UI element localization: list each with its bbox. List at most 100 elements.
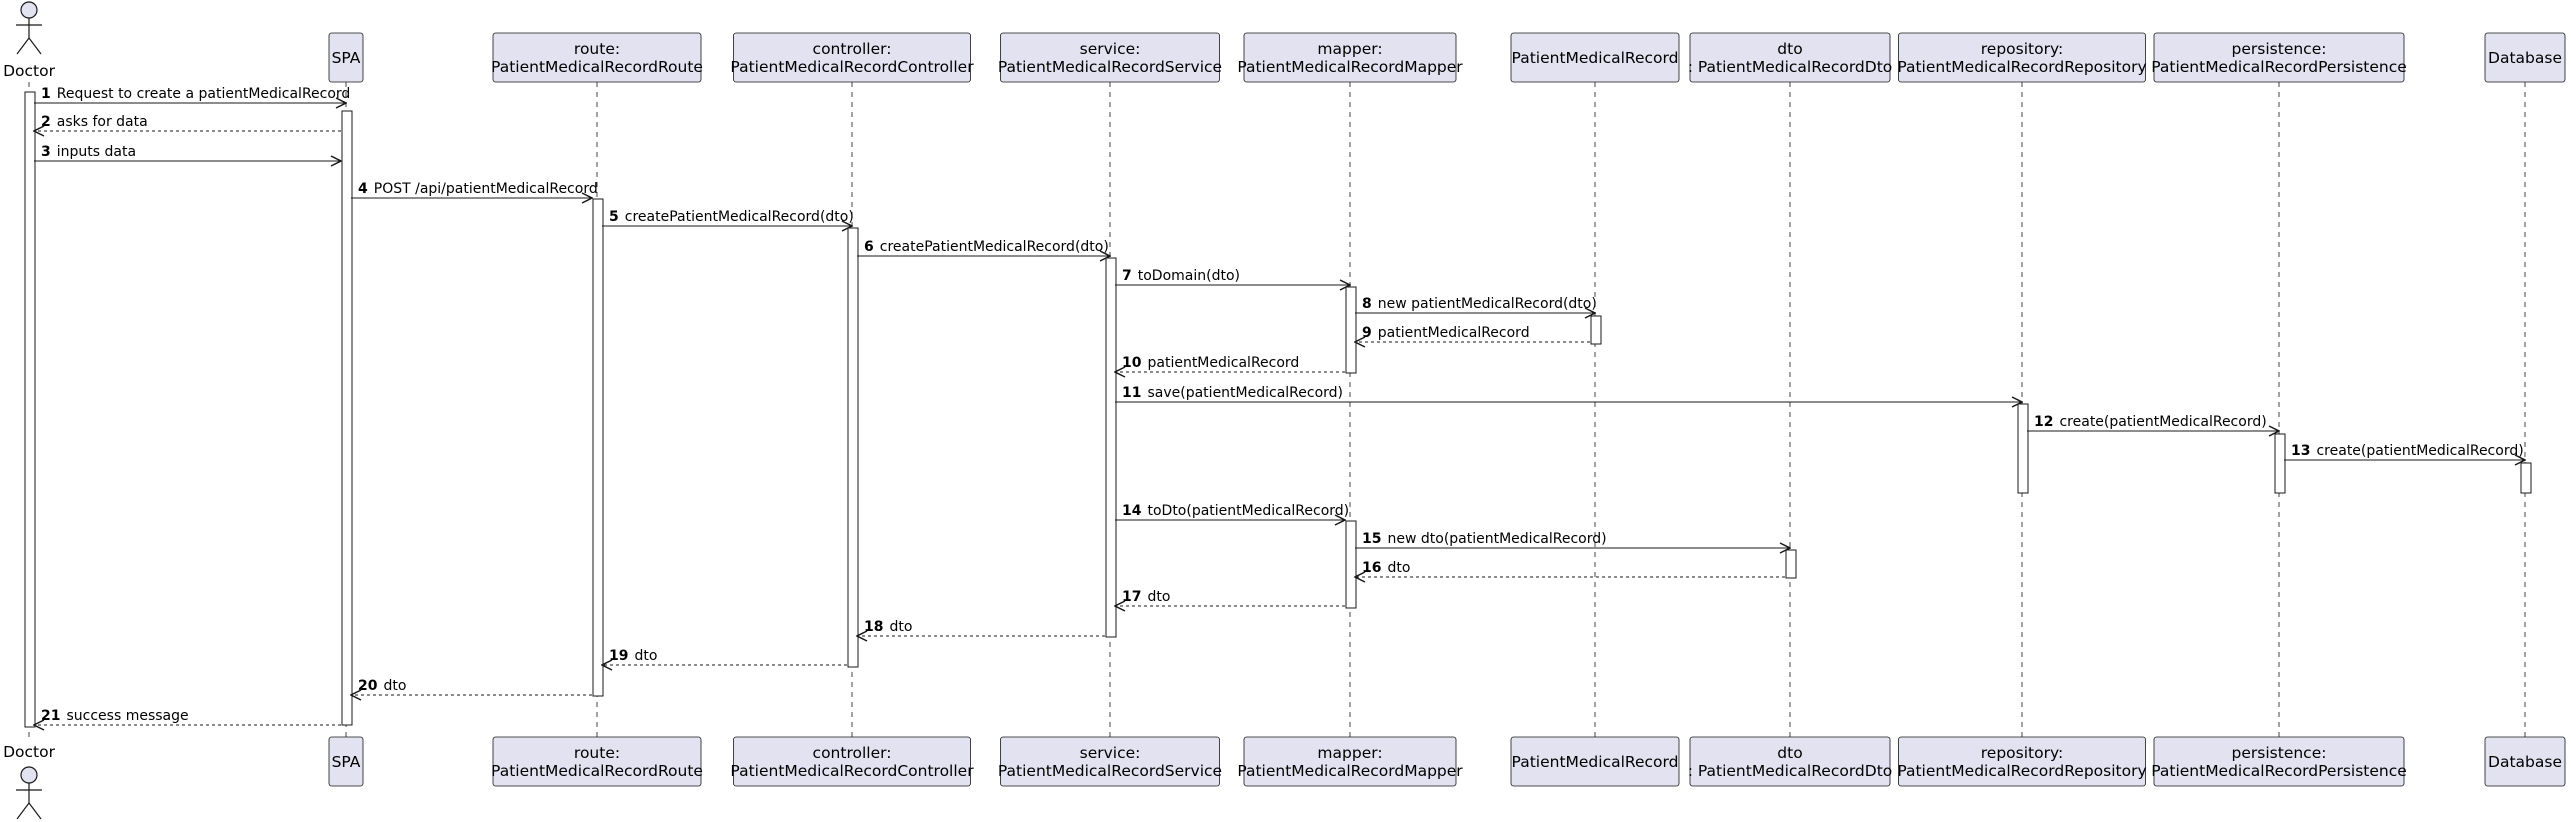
participant-label: service: <box>1080 40 1141 58</box>
participant-persistence-bottom: persistence:PatientMedicalRecordPersiste… <box>2151 736 2407 787</box>
message-text: new dto(patientMedicalRecord) <box>1387 531 1606 547</box>
message-text: inputs data <box>57 144 136 160</box>
participant-label: SPA <box>332 49 361 67</box>
message-15: 15 new dto(patientMedicalRecord) <box>1355 531 1790 548</box>
activation-route-2 <box>592 198 604 697</box>
message-number: 12 <box>2034 414 2053 430</box>
participant-label: controller: <box>813 744 892 762</box>
activation-bars <box>24 91 2532 728</box>
message-number: 16 <box>1362 560 1381 576</box>
message-number: 4 <box>358 181 368 197</box>
participant-label: PatientMedicalRecord <box>1512 49 1679 67</box>
actor-label-bottom: Doctor <box>3 743 56 761</box>
participants-top: Doctor SPA route:PatientMedicalRecordRoute… <box>3 1 2566 83</box>
participant-pmr-top: PatientMedicalRecord <box>1510 32 1680 83</box>
message-text: dto <box>1147 589 1170 605</box>
message-number: 13 <box>2291 443 2310 459</box>
participant-service-bottom: service:PatientMedicalRecordService <box>998 736 1222 787</box>
participant-route-bottom: route:PatientMedicalRecordRoute <box>491 736 703 787</box>
participant-controller-bottom: controller:PatientMedicalRecordControlle… <box>730 736 974 787</box>
message-label: 19 dto <box>609 648 657 664</box>
participant-dto-top: dto: PatientMedicalRecordDto <box>1688 32 1893 83</box>
participant-spa-bottom: SPA <box>328 736 364 787</box>
activation-persistence-8 <box>2274 433 2286 494</box>
participant-persistence-top: persistence:PatientMedicalRecordPersiste… <box>2151 32 2407 83</box>
message-number: 6 <box>864 239 874 255</box>
participant-service-top: service:PatientMedicalRecordService <box>998 32 1222 83</box>
message-number: 14 <box>1122 503 1142 519</box>
participant-label: repository: <box>1981 40 2063 58</box>
participant-label: PatientMedicalRecordService <box>998 58 1222 76</box>
participant-label: PatientMedicalRecordRepository <box>1897 58 2146 76</box>
message-text: dto <box>634 648 657 664</box>
message-label: 14 toDto(patientMedicalRecord) <box>1122 503 1349 519</box>
activation-spa-1 <box>341 110 353 726</box>
message-16: 16 dto <box>1355 560 1785 577</box>
participant-label: : PatientMedicalRecordDto <box>1688 762 1893 780</box>
participant-label: : PatientMedicalRecordDto <box>1688 58 1893 76</box>
message-number: 19 <box>609 648 628 664</box>
message-text: toDto(patientMedicalRecord) <box>1147 503 1349 519</box>
activation-repository-7 <box>2017 403 2029 494</box>
message-text: new patientMedicalRecord(dto) <box>1378 296 1597 312</box>
actor-bottom <box>16 766 42 820</box>
participant-controller-top: controller:PatientMedicalRecordControlle… <box>730 32 974 83</box>
message-text: dto <box>1387 560 1410 576</box>
activation-controller-3 <box>847 227 859 668</box>
participant-label: PatientMedicalRecordController <box>730 58 974 76</box>
participant-label: dto <box>1777 40 1802 58</box>
message-13: 13 create(patientMedicalRecord) <box>2284 443 2525 460</box>
message-number: 11 <box>1122 385 1141 401</box>
actor-top <box>16 1 42 55</box>
message-number: 18 <box>864 619 883 635</box>
message-text: create(patientMedicalRecord) <box>2316 443 2523 459</box>
participant-label: controller: <box>813 40 892 58</box>
participant-label: persistence: <box>2232 744 2327 762</box>
activation-pmr-6 <box>1590 315 1602 345</box>
participant-mapper-bottom: mapper:PatientMedicalRecordMapper <box>1237 736 1463 787</box>
participant-label: Database <box>2488 49 2562 67</box>
participant-label: mapper: <box>1317 744 1382 762</box>
participant-spa-top: SPA <box>328 32 364 83</box>
participant-repository-bottom: repository:PatientMedicalRecordRepositor… <box>1897 736 2147 787</box>
participant-label: PatientMedicalRecordService <box>998 762 1222 780</box>
participant-label: route: <box>574 40 620 58</box>
participant-route-top: route:PatientMedicalRecordRoute <box>491 32 703 83</box>
message-label: 15 new dto(patientMedicalRecord) <box>1362 531 1607 547</box>
message-label: 12 create(patientMedicalRecord) <box>2034 414 2267 430</box>
message-text: create(patientMedicalRecord) <box>2059 414 2266 430</box>
message-label: 16 dto <box>1362 560 1410 576</box>
activation-doctor-0 <box>24 91 36 728</box>
actor-label-top: Doctor <box>3 62 56 80</box>
participant-dto-bottom: dto: PatientMedicalRecordDto <box>1688 736 1893 787</box>
message-number: 20 <box>358 678 378 694</box>
participant-label: PatientMedicalRecord <box>1512 753 1679 771</box>
participant-label: service: <box>1080 744 1141 762</box>
message-12: 12 create(patientMedicalRecord) <box>2027 414 2279 431</box>
message-number: 15 <box>1362 531 1381 547</box>
message-text: toDomain(dto) <box>1138 268 1240 284</box>
participant-database-top: Database <box>2484 32 2566 83</box>
participant-label: PatientMedicalRecordRepository <box>1897 762 2146 780</box>
message-number: 2 <box>41 114 51 130</box>
